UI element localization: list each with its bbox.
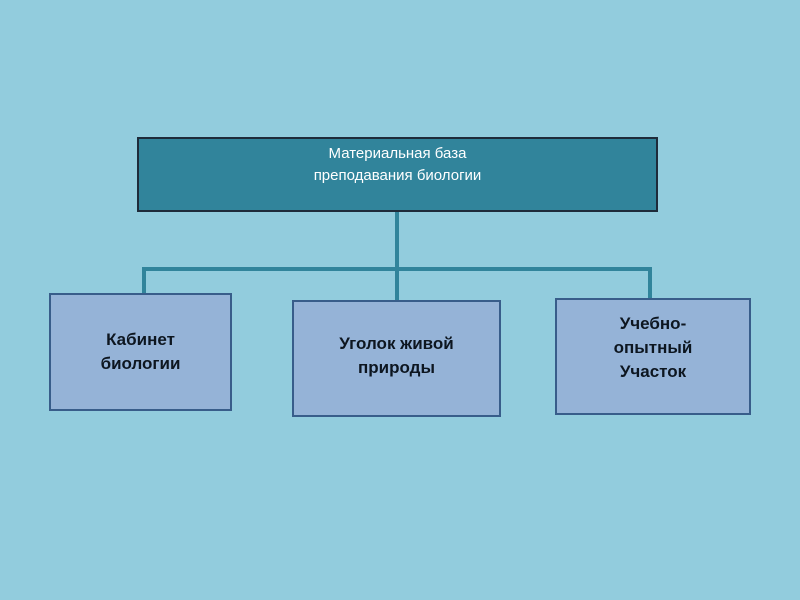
child-node-biology-classroom: Кабинет биологии [49, 293, 232, 411]
root-node-label: Материальная база преподавания биологии [313, 144, 482, 184]
child-node-wildlife-corner: Уголок живой природы [292, 300, 501, 417]
root-node: Материальная база преподавания биологии [137, 137, 658, 212]
child-node-label: Уголок живой природы [339, 333, 454, 377]
child-node-label: Учебно- опытный Участок [613, 313, 693, 381]
child-node-label: Кабинет биологии [100, 330, 181, 373]
child-node-experimental-plot: Учебно- опытный Участок [555, 298, 751, 415]
